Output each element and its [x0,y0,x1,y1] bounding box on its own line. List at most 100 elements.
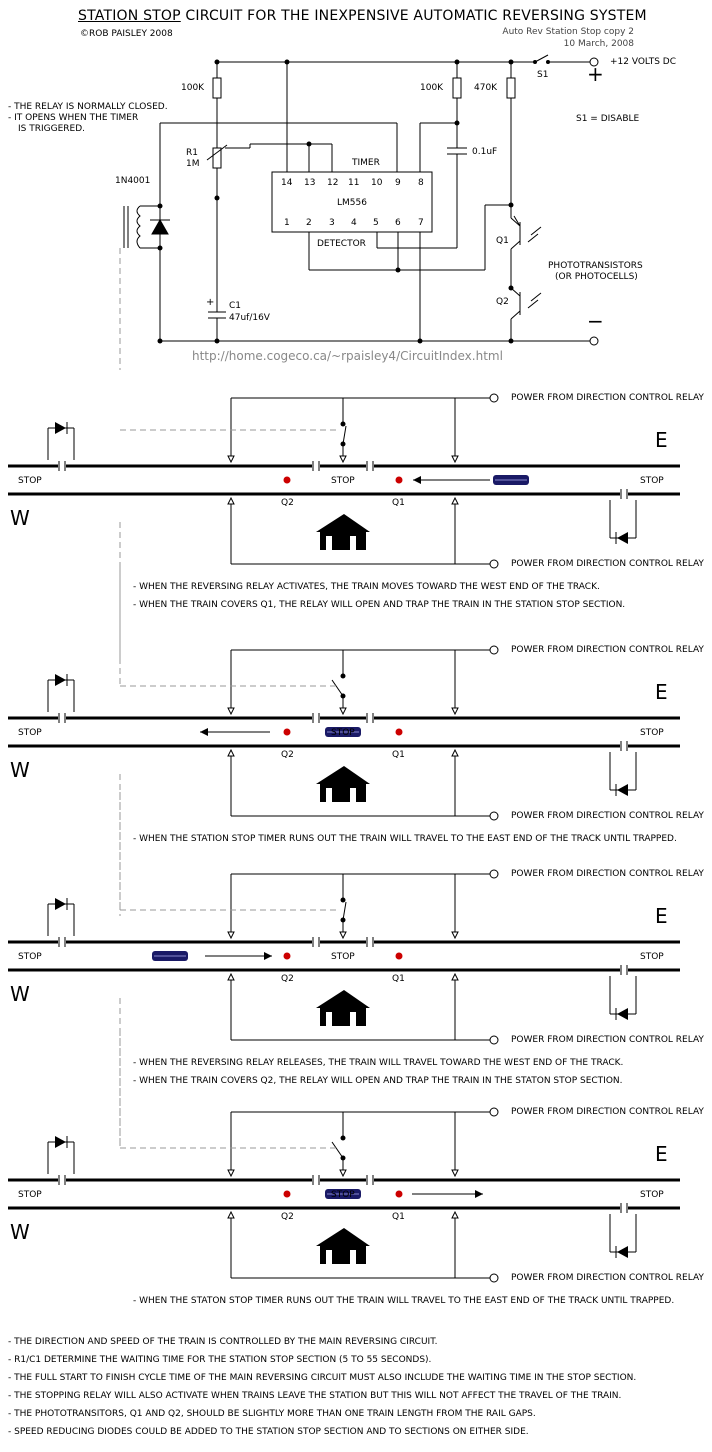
feed-arrow [339,455,347,464]
label-west: W [10,758,30,782]
stop-label-east: STOP [640,476,664,486]
direction-arrow-icon [475,1190,483,1198]
rail-gap [312,1175,320,1185]
diode-icon [617,1246,628,1258]
station-house-icon [316,1228,370,1246]
rail-gap [58,713,66,723]
rail-gap [312,461,320,471]
label-q2: Q2 [281,974,294,984]
label-q1: Q1 [392,498,405,508]
label-r1: R1 [186,148,198,158]
sensor-q2-dot [283,728,291,736]
rail-gap [58,937,66,947]
power-terminal [489,869,499,879]
label-r1-value: 1M [186,159,200,169]
power-label-bottom: POWER FROM DIRECTION CONTROL RELAY [511,811,704,821]
feed-arrow [227,931,235,940]
feed-arrow [227,1210,235,1219]
stop-label-west: STOP [18,952,42,962]
stop-label-west: STOP [18,476,42,486]
label-east: E [655,428,668,452]
power-label-bottom: POWER FROM DIRECTION CONTROL RELAY [511,1273,704,1283]
rail-gap [620,489,628,499]
feed-arrow [451,496,459,505]
rail-gap [620,741,628,751]
footer-note-3: - THE FULL START TO FINISH CYCLE TIME OF… [8,1373,637,1383]
file-name: Auto Rev Station Stop copy 2 [502,27,634,37]
label-c1: C1 [229,301,242,311]
pin-2: 2 [306,218,312,228]
label-r-left: 100K [181,83,205,93]
stop-label-east: STOP [640,1190,664,1200]
rail-gap [312,713,320,723]
station-door [350,536,356,550]
power-label-bottom: POWER FROM DIRECTION CONTROL RELAY [511,559,704,569]
pin-12: 12 [327,178,339,188]
pin-8: 8 [418,178,424,188]
page-title: STATION STOP CIRCUIT FOR THE INEXPENSIVE… [78,8,647,24]
sensor-q1-dot [395,952,403,960]
station-door [350,788,356,802]
rail-gap [366,937,374,947]
panel-1-note-2: - WHEN THE TRAIN COVERS Q1, THE RELAY WI… [133,600,626,610]
rail-gap [366,713,374,723]
label-east: E [655,904,668,928]
label-east: E [655,1142,668,1166]
wire [342,901,347,921]
feed-arrow [227,748,235,757]
feed-arrow [451,748,459,757]
pin-10: 10 [371,178,383,188]
pin-13: 13 [304,178,316,188]
sensor-q1-dot [395,476,403,484]
label-q1: Q1 [392,750,405,760]
station-door [326,1012,332,1026]
footer-note-6: - SPEED REDUCING DIODES COULD BE ADDED T… [8,1427,529,1437]
sensor-q1-dot [395,728,403,736]
label-supply: +12 VOLTS DC [610,57,676,67]
power-terminal [489,1273,499,1283]
label-q1: Q1 [392,1212,405,1222]
diode-icon [617,532,628,544]
pin-14: 14 [281,178,293,188]
stop-label-center: STOP [331,952,355,962]
diode-icon [617,1008,628,1020]
footer-note-1: - THE DIRECTION AND SPEED OF THE TRAIN I… [8,1337,438,1347]
rail-gap [312,937,320,947]
feed-arrow [227,1169,235,1178]
power-label-top: POWER FROM DIRECTION CONTROL RELAY [511,393,704,403]
station-door [350,1250,356,1264]
panel-3-note-1: - WHEN THE REVERSING RELAY RELEASES, THE… [133,1058,624,1068]
label-s1-note: S1 = DISABLE [576,114,640,124]
power-terminal [489,811,499,821]
pin-1: 1 [284,218,290,228]
feed-arrow [339,707,347,716]
feed-arrow [451,1169,459,1178]
diode-icon [55,1136,66,1148]
footer-note-4: - THE STOPPING RELAY WILL ALSO ACTIVATE … [8,1391,622,1401]
c1-polarity: + [206,297,215,308]
stop-label-center: STOP [331,476,355,486]
rail-gap [58,1175,66,1185]
rail-gap [58,461,66,471]
stop-label-west: STOP [18,728,42,738]
pin-4: 4 [351,218,357,228]
station-door [326,1250,332,1264]
label-cap: 0.1uF [472,147,498,157]
direction-arrow-icon [413,476,421,484]
label-q1: Q1 [496,236,509,246]
rail-gap [620,1203,628,1213]
feed-arrow [451,1210,459,1219]
station-door [350,1012,356,1026]
circuit-note-3: IS TRIGGERED. [18,124,85,134]
circuit-note-2: - IT OPENS WHEN THE TIMER [8,113,139,123]
stop-label-west: STOP [18,1190,42,1200]
source-url: http://home.cogeco.ca/~rpaisley4/Circuit… [192,349,503,363]
feed-arrow [451,931,459,940]
relay-contact [340,1135,346,1141]
rail-gap [620,965,628,975]
relay-contact [340,897,346,903]
wire [331,1141,344,1159]
feed-arrow [339,931,347,940]
label-west: W [10,506,30,530]
